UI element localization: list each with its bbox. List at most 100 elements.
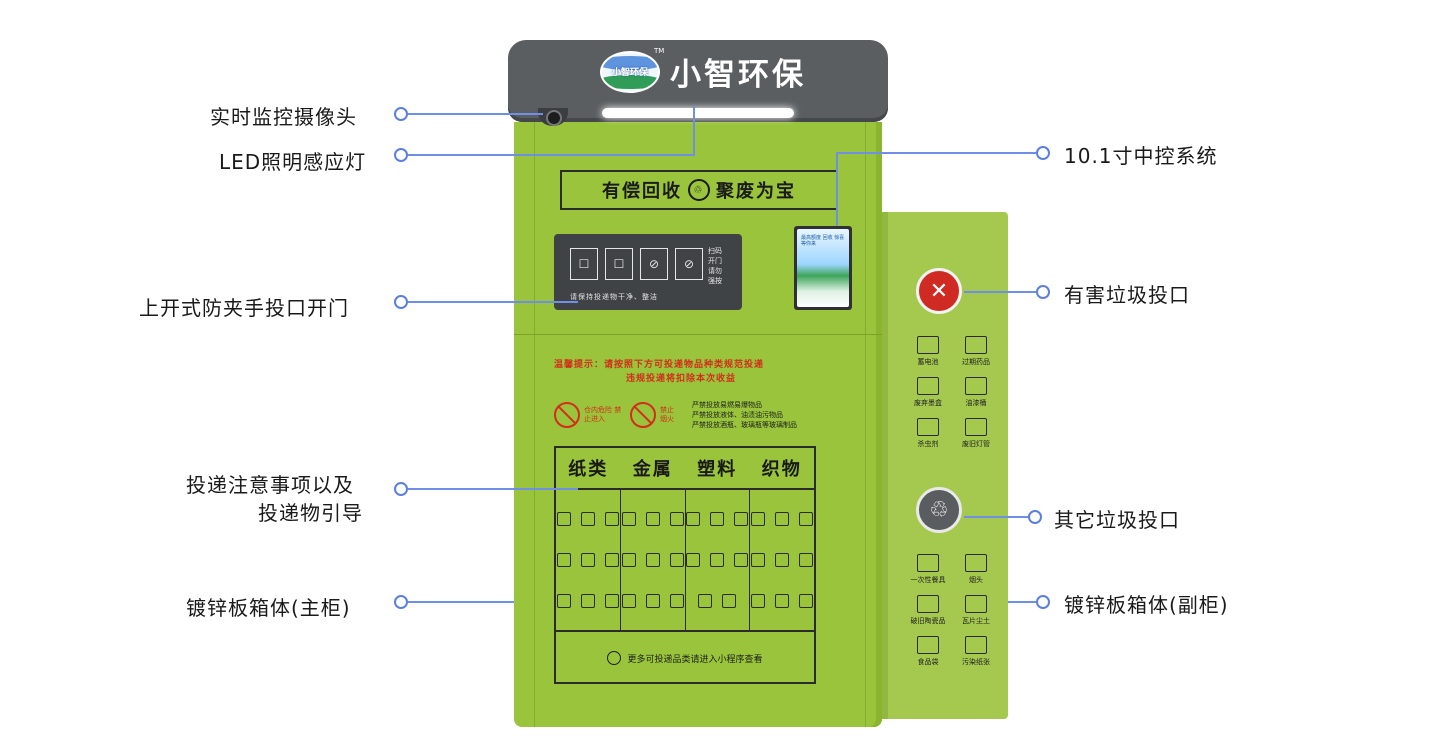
hazard-item-label: 杀虫剂 — [917, 440, 939, 448]
lamp-tube-icon — [965, 418, 987, 436]
sub-cabinet: ✕ 蓄电池 过期药品 废弃墨盒 油漆桶 杀虫剂 废旧灯管 ♲ 一次性餐具 烟头 … — [882, 212, 1008, 719]
cabinet-frame — [534, 122, 866, 727]
metal-column — [621, 490, 686, 630]
item-icon — [580, 552, 595, 567]
hazard-item: 杀虫剂 — [904, 418, 952, 449]
warning-text: 温馨提示：请按照下方可投递物品种类规范投递 违规投递将扣除本次收益 — [554, 358, 764, 386]
fabric-column — [750, 490, 814, 630]
item-icon — [580, 594, 595, 609]
item-icon — [669, 511, 684, 526]
category-fabric: 织物 — [761, 459, 802, 480]
hazard-item: 过期药品 — [952, 336, 1000, 367]
item-icon — [734, 552, 749, 567]
callout-dot — [394, 107, 408, 121]
other-item: 食品袋 — [904, 636, 952, 667]
item-icon — [799, 594, 814, 609]
callout-dot — [394, 595, 408, 609]
warning-line-1: 温馨提示：请按照下方可投递物品种类规范投递 — [554, 360, 765, 370]
screen-display: 最高额度 回收 惊喜等你来 — [797, 229, 849, 307]
hazard-item-label: 废弃墨盒 — [914, 399, 942, 407]
item-icon — [775, 594, 790, 609]
callout-guide-line-1: 投递注意事项以及 — [186, 473, 354, 497]
prohibition-line: 严禁投放液体、油渍油污物品 — [692, 411, 783, 419]
paper-column — [556, 490, 621, 630]
callout-line — [1008, 601, 1036, 603]
item-icon — [645, 511, 660, 526]
other-item-label: 污染纸张 — [962, 658, 990, 666]
plastic-column — [686, 490, 751, 630]
paint-bucket-icon — [965, 377, 987, 395]
item-icon — [669, 594, 684, 609]
other-item-label: 一次性餐具 — [910, 576, 946, 584]
brand-logo: 小智环保 TM 小智环保 — [600, 47, 806, 94]
callout-line — [836, 152, 838, 226]
door-icon: ⊘ — [675, 248, 703, 280]
drop-door[interactable]: ☐ ☐ ⊘ ⊘ 扫码开门 请勿强按 请保持投递物干净、整洁 — [554, 234, 742, 310]
logo-badge: 小智环保 — [600, 50, 660, 93]
control-screen[interactable]: 最高额度 回收 惊喜等你来 — [794, 226, 852, 310]
callout-line — [408, 488, 578, 490]
callout-dot — [1028, 510, 1042, 524]
slogan-banner: 有偿回收 ♲ 聚废为宝 — [560, 170, 838, 210]
dust-icon — [965, 595, 987, 613]
callout-guide-line-2: 投递物引导 — [258, 501, 363, 525]
ink-cartridge-icon — [917, 377, 939, 395]
item-icon — [722, 594, 737, 609]
item-icon — [604, 511, 619, 526]
no-fire-icon — [630, 402, 656, 428]
category-header: 纸类 金属 塑料 织物 — [556, 448, 814, 490]
item-icon — [621, 511, 636, 526]
callout-line — [408, 154, 695, 156]
other-item-label: 烟头 — [969, 576, 983, 584]
other-item: 污染纸张 — [952, 636, 1000, 667]
callout-line — [964, 516, 1028, 518]
warning-line-2: 违规投递将扣除本次收益 — [626, 374, 737, 384]
other-item-label: 食品袋 — [917, 658, 939, 666]
door-icon: ☐ — [605, 248, 633, 280]
callout-dot — [1036, 285, 1050, 299]
item-icon — [604, 594, 619, 609]
hazard-item: 蓄电池 — [904, 336, 952, 367]
other-item: 烟头 — [952, 554, 1000, 585]
item-icon — [734, 511, 749, 526]
other-item-label: 瓦片尘土 — [962, 617, 990, 625]
item-icon — [556, 594, 571, 609]
hazard-item: 油漆桶 — [952, 377, 1000, 408]
callout-dot — [1036, 146, 1050, 160]
callout-line — [836, 152, 1036, 154]
callout-hazard: 有害垃圾投口 — [1064, 283, 1190, 307]
prohibition-line: 严禁投放易燃易爆物品 — [692, 401, 762, 409]
category-columns — [556, 490, 814, 630]
item-icon — [645, 552, 660, 567]
item-icon — [556, 511, 571, 526]
callout-line — [408, 601, 514, 603]
category-paper: 纸类 — [568, 459, 609, 480]
led-light-bar — [602, 108, 794, 118]
item-icon — [621, 594, 636, 609]
ban-text-1: 仓内危险 禁止进入 — [584, 406, 622, 423]
callout-line — [408, 113, 543, 115]
recycle-icon: ♲ — [688, 179, 710, 201]
mini-program-icon — [607, 651, 622, 665]
category-plastic: 塑料 — [697, 459, 738, 480]
hazard-item-label: 过期药品 — [962, 358, 990, 366]
callout-camera: 实时监控摄像头 — [210, 105, 357, 129]
door-icons: ☐ ☐ ⊘ ⊘ — [570, 248, 703, 280]
callout-main-cabinet: 镀锌板箱体(主柜) — [186, 596, 351, 620]
other-item: 一次性餐具 — [904, 554, 952, 585]
other-drop-button[interactable]: ♲ — [916, 487, 962, 533]
item-icon — [580, 511, 595, 526]
food-bag-icon — [917, 636, 939, 654]
hazard-item-label: 废旧灯管 — [962, 440, 990, 448]
callout-dot — [394, 482, 408, 496]
hazard-items: 蓄电池 过期药品 废弃墨盒 油漆桶 杀虫剂 废旧灯管 — [904, 336, 1000, 449]
door-icon: ⊘ — [640, 248, 668, 280]
ceramic-icon — [917, 595, 939, 613]
callout-line — [964, 291, 1036, 293]
callout-dot — [1036, 595, 1050, 609]
item-icon — [751, 552, 766, 567]
ban-text-2: 禁止 烟火 — [660, 406, 674, 423]
item-icon — [645, 594, 660, 609]
callout-line — [408, 301, 578, 303]
hazard-drop-button[interactable]: ✕ — [916, 268, 962, 314]
